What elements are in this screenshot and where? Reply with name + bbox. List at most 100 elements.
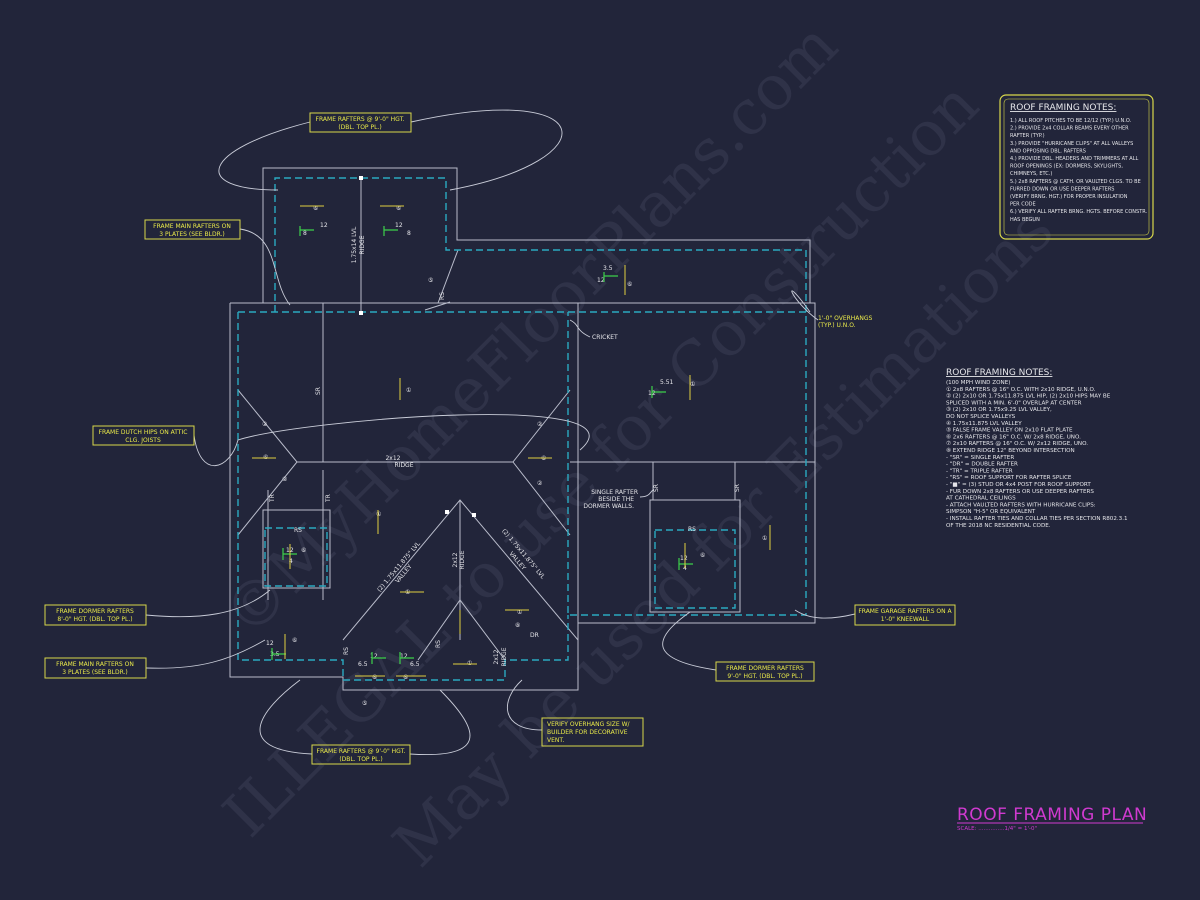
callouts: FRAME RAFTERS @ 9'-0" HGT.(DBL. TOP PL.)… — [44, 112, 956, 765]
note-line: AND OPPOSING DBL. RAFTERS — [1010, 148, 1086, 154]
note-line: ⑦ 2x10 RAFTERS @ 16" O.C. W/ 2x12 RIDGE,… — [946, 440, 1088, 447]
svg-text:12: 12 — [597, 277, 605, 284]
note-line: ROOF OPENINGS (EX: DORMERS, SKYLIGHTS, — [1010, 164, 1123, 170]
svg-text:12: 12 — [320, 222, 328, 229]
callout-frame-rafters-top: FRAME RAFTERS @ 9'-0" HGT.(DBL. TOP PL.) — [309, 112, 412, 133]
svg-text:RS: RS — [343, 647, 350, 655]
svg-text:RIDGE: RIDGE — [359, 235, 366, 254]
svg-text:⑥: ⑥ — [396, 205, 401, 212]
svg-text:RIDGE: RIDGE — [459, 550, 466, 569]
callout-main-rafters-bottom: FRAME MAIN RAFTERS ON3 PLATES (SEE BLDR.… — [44, 657, 147, 679]
note-line: PER CODE — [1010, 202, 1036, 208]
svg-text:5.51: 5.51 — [660, 379, 674, 386]
svg-text:①: ① — [762, 535, 767, 542]
note-line: - "RS" = ROOF SUPPORT FOR RAFTER SPLICE — [946, 475, 1072, 481]
roof-framing-notes-box: ROOF FRAMING NOTES: 1.) ALL ROOF PITCHES… — [999, 94, 1154, 240]
note-line: - "DR" = DOUBLE RAFTER — [946, 462, 1018, 468]
note-line: - "TR" = TRIPLE RAFTER — [946, 468, 1013, 474]
note-line: SIMPSON "H-5" OR EQUIVALENT — [946, 509, 1036, 515]
svg-text:TR: TR — [325, 494, 332, 503]
svg-text:②: ② — [537, 480, 543, 487]
callout-frame-rafters-bottom: FRAME RAFTERS @ 9'-0" HGT.(DBL. TOP PL.) — [311, 744, 411, 765]
svg-text:12: 12 — [266, 640, 274, 647]
note-line: FURRED DOWN OR USE DEEPER RAFTERS — [1010, 186, 1114, 192]
svg-text:12: 12 — [370, 653, 378, 660]
svg-text:①: ① — [376, 511, 381, 518]
svg-text:3 PLATES (SEE BLDR.): 3 PLATES (SEE BLDR.) — [159, 231, 225, 238]
svg-text:8'-0" HGT. (DBL. TOP PL.): 8'-0" HGT. (DBL. TOP PL.) — [57, 616, 132, 623]
svg-text:(TYP.) U.N.O.: (TYP.) U.N.O. — [818, 322, 856, 329]
roof-outline — [229, 167, 816, 691]
note-line: CHIMNEYS, ETC.) — [1010, 171, 1052, 177]
svg-text:(2) 1.75x11.875" LVL: (2) 1.75x11.875" LVL — [376, 540, 422, 593]
note-line: ③ (2) 2x10 OR 1.75x9.25 LVL VALLEY, — [946, 406, 1052, 413]
svg-text:②: ② — [282, 476, 288, 483]
svg-text:1.75x14 LVL: 1.75x14 LVL — [351, 226, 358, 263]
svg-text:2x12: 2x12 — [385, 455, 400, 462]
svg-text:RIDGE: RIDGE — [395, 462, 414, 469]
svg-text:4: 4 — [289, 558, 293, 565]
note-line: ⑤ FALSE FRAME VALLEY ON 2x10 FLAT PLATE — [946, 427, 1073, 434]
note-line: ⑧ EXTEND RIDGE 12" BEYOND INTERSECTION — [946, 447, 1075, 454]
svg-text:①: ① — [406, 387, 411, 394]
svg-text:FRAME DORMER RAFTERS: FRAME DORMER RAFTERS — [726, 665, 804, 672]
post-markers — [359, 176, 476, 517]
note-line: SPLICED WITH A MIN. 6'-0" OVERLAP AT CEN… — [946, 400, 1082, 406]
svg-text:DORMER WALLS.: DORMER WALLS. — [583, 503, 634, 510]
svg-text:SR: SR — [653, 484, 660, 492]
note-line: 3.) PROVIDE "HURRICANE CLIPS" AT ALL VAL… — [1010, 141, 1133, 147]
note-line: - "■" = (3) STUD OR 4x4 POST FOR ROOF SU… — [946, 482, 1091, 488]
note-line: AT CATHEDRAL CEILINGS — [946, 496, 1016, 502]
note-line: 4.) PROVIDE DBL. HEADERS AND TRIMMERS AT… — [1010, 156, 1138, 162]
svg-text:2x12: 2x12 — [493, 649, 500, 664]
callout-verify-overhang: VERIFY OVERHANG SIZE W/BUILDER FOR DECOR… — [541, 717, 644, 747]
svg-text:⑥: ⑥ — [292, 637, 297, 644]
svg-text:(DBL. TOP PL.): (DBL. TOP PL.) — [338, 124, 381, 131]
svg-text:DR: DR — [530, 632, 539, 639]
note-line: 5.) 2x8 RAFTERS @ CATH. OR VAULTED CLGS.… — [1010, 179, 1141, 185]
svg-text:FRAME RAFTERS @ 9'-0" HGT.: FRAME RAFTERS @ 9'-0" HGT. — [316, 116, 405, 123]
svg-text:⑥: ⑥ — [372, 674, 377, 681]
svg-text:⑤: ⑤ — [428, 277, 433, 284]
svg-text:12: 12 — [395, 222, 403, 229]
note-line: DO NOT SPLICE VALLEYS — [946, 414, 1016, 420]
svg-text:②: ② — [537, 421, 543, 428]
overhang-label: 1'-0" OVERHANGS — [818, 315, 873, 322]
svg-text:FRAME RAFTERS @ 9'-0" HGT.: FRAME RAFTERS @ 9'-0" HGT. — [317, 748, 406, 755]
title-text: ROOF FRAMING PLAN — [957, 805, 1147, 825]
callout-main-rafters-top: FRAME MAIN RAFTERS ON3 PLATES (SEE BLDR.… — [144, 219, 241, 240]
svg-text:FRAME GARAGE RAFTERS ON A: FRAME GARAGE RAFTERS ON A — [858, 608, 952, 615]
svg-text:①: ① — [690, 381, 695, 388]
pitch-symbols — [252, 205, 771, 677]
svg-text:4: 4 — [683, 565, 687, 572]
svg-text:①: ① — [517, 609, 522, 616]
svg-text:FRAME DUTCH HIPS ON ATTIC: FRAME DUTCH HIPS ON ATTIC — [99, 429, 188, 436]
svg-text:12: 12 — [680, 555, 688, 562]
svg-text:(DBL. TOP PL.): (DBL. TOP PL.) — [339, 756, 382, 763]
svg-text:SR: SR — [734, 484, 741, 492]
note-line: ④ 1.75x11.875 LVL VALLEY — [946, 420, 1022, 427]
svg-text:RS: RS — [435, 640, 442, 648]
leader-lines — [145, 109, 856, 756]
svg-text:⑥: ⑥ — [700, 552, 705, 559]
notes-heading-2: ROOF FRAMING NOTES: — [946, 368, 1052, 378]
note-line: RAFTER (TYP.) — [1010, 133, 1045, 139]
note-line: - "SR" = SINGLE RAFTER — [946, 455, 1014, 461]
svg-text:2x12: 2x12 — [452, 552, 459, 567]
note-line: (VERIFY BRNG. HGT.) FOR PROPER INSULATIO… — [1010, 194, 1128, 200]
note-line: - ATTACH VAULTED RAFTERS WITH HURRICANE … — [946, 502, 1096, 508]
note-line: 2.) PROVIDE 2x4 COLLAR BEAMS EVERY OTHER — [1010, 126, 1129, 132]
svg-text:⑥: ⑥ — [627, 281, 632, 288]
note-line: ⑥ 2x6 RAFTERS @ 16" O.C. W/ 2x8 RIDGE, U… — [946, 433, 1081, 440]
roof-framing-notes-list: ROOF FRAMING NOTES: (100 MPH WIND ZONE)①… — [946, 368, 1128, 529]
svg-text:RS: RS — [294, 527, 302, 534]
callout-garage-kneewall: FRAME GARAGE RAFTERS ON A1'-0" KNEEWALL — [854, 604, 956, 626]
svg-text:⑤: ⑤ — [362, 700, 367, 707]
svg-text:8: 8 — [407, 230, 411, 237]
svg-text:⑧: ⑧ — [515, 622, 520, 629]
svg-text:FRAME MAIN RAFTERS ON: FRAME MAIN RAFTERS ON — [153, 223, 231, 230]
svg-text:FRAME DORMER RAFTERS: FRAME DORMER RAFTERS — [56, 608, 134, 615]
svg-text:8: 8 — [303, 230, 307, 237]
